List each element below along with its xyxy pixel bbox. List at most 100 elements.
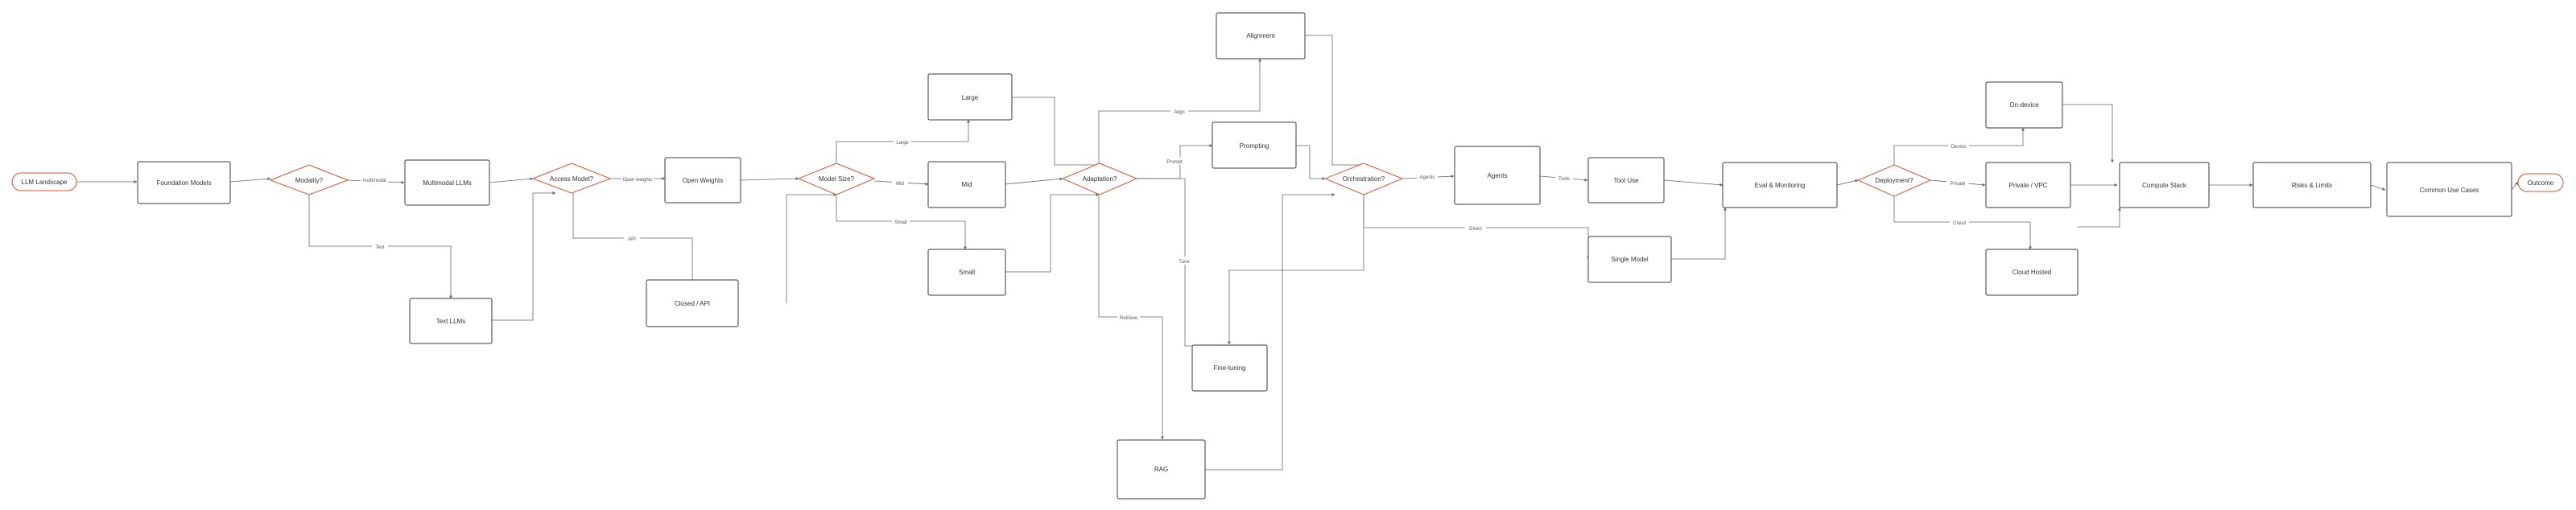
node-mid[interactable]: Mid [927, 161, 1006, 208]
svg-text:Outcome: Outcome [2528, 179, 2554, 187]
edge-cloud-compute [2078, 207, 2121, 228]
edge-label-agents: Agents [1417, 172, 1438, 180]
node-risks-limits[interactable]: Risks & Limits [2252, 162, 2372, 208]
edge-large-adaptation [1012, 97, 1100, 167]
svg-text:Multimodal LLMs: Multimodal LLMs [423, 179, 471, 187]
decision-deployment[interactable]: Deployment? [1856, 164, 1932, 197]
edge-label-multimodal: multimodal [361, 175, 388, 183]
svg-text:Direct: Direct [1469, 227, 1482, 232]
svg-text:Fine-tuning: Fine-tuning [1213, 364, 1245, 372]
edge-alignment-orch [1305, 35, 1364, 167]
decision-model-size[interactable]: Model Size? [797, 162, 876, 195]
edge-orch-finetuning [1228, 195, 1364, 345]
node-open-weights[interactable]: Open Weights [664, 157, 741, 204]
edge-label-large: Large [894, 138, 911, 146]
node-compute-stack[interactable]: Compute Stack [2119, 162, 2210, 208]
node-prompting[interactable]: Prompting [1212, 121, 1297, 169]
svg-text:Cloud: Cloud [1953, 221, 1966, 226]
node-outcome[interactable]: Outcome [2517, 173, 2564, 192]
edge-label-api: API [624, 234, 640, 242]
svg-text:Align: Align [1174, 110, 1184, 115]
node-on-device[interactable]: On-device [1985, 81, 2063, 129]
node-cloud-hosted[interactable]: Cloud Hosted [1985, 249, 2079, 296]
svg-text:Small: Small [894, 220, 906, 225]
edge-label-open-weights: Open weights [621, 175, 654, 183]
svg-text:Adaptation?: Adaptation? [1083, 175, 1117, 183]
edge-label-tune: Tune [1176, 257, 1192, 265]
svg-text:Modality?: Modality? [295, 177, 324, 184]
svg-text:Text: Text [375, 245, 384, 250]
edge-risks-usecases [2370, 184, 2386, 191]
svg-text:LLM Landscape: LLM Landscape [22, 179, 68, 186]
edge-small-adaptation [1005, 193, 1100, 273]
node-common-use-cases[interactable]: Common Use Cases [2386, 162, 2512, 217]
svg-text:Prompt: Prompt [1166, 160, 1183, 165]
edge-eval-deployment [1836, 179, 1859, 186]
edge-ondevice-compute [2062, 104, 2114, 163]
decision-orchestration[interactable]: Orchestration? [1323, 162, 1404, 195]
node-foundation-models[interactable]: Foundation Models [137, 161, 231, 204]
node-multimodal-llms[interactable]: Multimodal LLMs [404, 159, 490, 206]
svg-text:Retrieve: Retrieve [1120, 316, 1138, 321]
node-private-vpc[interactable]: Private / VPC [1985, 162, 2071, 208]
edge-label-private: Private [1946, 179, 1969, 187]
edge-label-text: Text [372, 242, 388, 250]
node-tool-use[interactable]: Tool Use [1587, 157, 1665, 204]
svg-text:Compute Stack: Compute Stack [2142, 182, 2187, 189]
svg-text:Model Size?: Model Size? [819, 175, 855, 183]
svg-text:Cloud Hosted: Cloud Hosted [2013, 269, 2051, 276]
svg-text:Device: Device [1951, 145, 1967, 150]
svg-text:API: API [628, 237, 636, 242]
edge-label-small: Small [892, 217, 910, 225]
svg-text:Large: Large [896, 141, 909, 146]
edge-closed-modelsize [786, 193, 837, 303]
node-rag[interactable]: RAG [1117, 439, 1206, 500]
node-agents[interactable]: Agents [1454, 146, 1541, 205]
node-fine-tuning[interactable]: Fine-tuning [1191, 344, 1268, 392]
node-small[interactable]: Small [927, 249, 1006, 296]
node-single-model[interactable]: Single Model [1587, 236, 1672, 283]
edge-textllms-access [492, 191, 556, 321]
svg-text:Foundation Models: Foundation Models [156, 179, 211, 187]
edge-multimodal-access [489, 177, 534, 183]
svg-text:On-device: On-device [2009, 101, 2039, 109]
svg-text:Agents: Agents [1420, 175, 1435, 180]
svg-text:Private / VPC: Private / VPC [2008, 182, 2047, 189]
decision-access-model[interactable]: Access Model? [531, 162, 612, 194]
node-large[interactable]: Large [927, 73, 1013, 121]
edge-label-retrieve: Retrieve [1117, 313, 1140, 321]
svg-text:Alignment: Alignment [1246, 32, 1275, 39]
svg-text:Private: Private [1951, 182, 1966, 187]
decision-adaptation[interactable]: Adaptation? [1061, 162, 1138, 195]
node-closed-api[interactable]: Closed / API [646, 279, 739, 327]
svg-text:Common Use Cases: Common Use Cases [2420, 187, 2479, 194]
svg-text:Prompting: Prompting [1240, 142, 1269, 150]
edge-label-direct: Direct [1465, 224, 1486, 232]
edge-label-mid: Mid [892, 179, 908, 187]
edge-foundation-modality [229, 177, 271, 183]
svg-text:Open weights: Open weights [623, 178, 653, 183]
edge-tooluse-eval [1663, 179, 1724, 187]
svg-text:Text LLMs: Text LLMs [436, 318, 465, 325]
node-eval-monitoring[interactable]: Eval & Monitoring [1722, 162, 1838, 208]
edge-singlemodel-eval [1671, 207, 1727, 260]
node-llm-landscape[interactable]: LLM Landscape [11, 172, 77, 191]
svg-text:Closed / API: Closed / API [675, 300, 710, 307]
svg-text:Large: Large [962, 94, 979, 101]
node-alignment[interactable]: Alignment [1216, 12, 1306, 60]
svg-text:Access Model?: Access Model? [550, 175, 594, 183]
edge-openweights-modelsize [740, 177, 799, 181]
edge-rag-orch [1205, 193, 1335, 471]
edge-label-cloud: Cloud [1950, 218, 1969, 226]
edge-label-device: Device [1948, 142, 1969, 150]
svg-text:Tune: Tune [1179, 260, 1190, 265]
svg-text:Deployment?: Deployment? [1875, 177, 1913, 184]
svg-text:Orchestration?: Orchestration? [1343, 175, 1385, 183]
svg-text:Open Weights: Open Weights [683, 177, 724, 184]
node-text-llms[interactable]: Text LLMs [409, 298, 493, 344]
edge-label-align: Align [1170, 107, 1188, 115]
svg-text:multimodal: multimodal [362, 179, 386, 183]
decision-modality[interactable]: Modality? [269, 164, 349, 195]
edge-label-prompt: Prompt [1164, 157, 1185, 165]
